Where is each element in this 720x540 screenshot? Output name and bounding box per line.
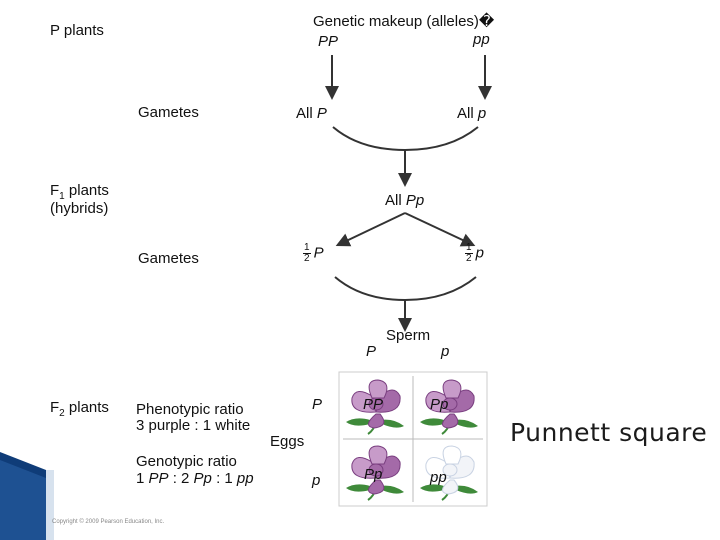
sperm-recessive: p <box>441 343 450 360</box>
cell-genotype-1: PP <box>363 396 384 413</box>
flower-purple-pp-het-1 <box>420 379 478 435</box>
petal <box>368 479 385 495</box>
egg-recessive: p <box>312 472 321 489</box>
petal <box>442 379 462 399</box>
copyright-text: Copyright © 2009 Pearson Education, Inc. <box>52 519 165 525</box>
eggs-label: Eggs <box>270 433 305 450</box>
all-dominant-gamete: All P <box>296 105 327 122</box>
petal <box>368 445 388 465</box>
leaf-left <box>346 484 370 492</box>
all-recessive-gamete: All p <box>457 105 486 122</box>
petal <box>368 413 385 429</box>
arrow-f1-gamete-recessive <box>404 212 476 247</box>
hybrids-label: (hybrids) <box>50 200 109 217</box>
petal <box>442 479 459 495</box>
flower-purple-pp <box>346 379 404 435</box>
corner-decoration <box>0 452 54 540</box>
allele-dominant: P <box>316 105 327 122</box>
pp-dominant-label: PP <box>318 33 339 50</box>
egg-dominant: P <box>312 396 323 413</box>
flower-center <box>368 397 384 411</box>
punnett-square-title: Punnett square <box>510 418 708 447</box>
all-pp-label: All Pp <box>385 192 425 209</box>
leaf-right <box>380 419 404 428</box>
genotypic-ratio-label: Genotypic ratio <box>136 453 237 470</box>
flower-center <box>442 397 458 411</box>
petal <box>368 379 388 399</box>
all-prefix: All <box>296 105 313 122</box>
flower-center <box>368 463 384 477</box>
cell-genotype-4: pp <box>430 469 447 486</box>
leaf-left <box>420 418 444 426</box>
phenotypic-ratio-values: 3 purple : 1 white <box>136 417 251 434</box>
petal <box>442 445 462 465</box>
gametes-label: Gametes <box>138 104 199 121</box>
leaf-right <box>454 419 478 428</box>
cross-lines-f2 <box>334 276 477 302</box>
petal <box>442 413 459 429</box>
leaf-left <box>420 484 444 492</box>
p-plants-label: P plants <box>50 22 104 39</box>
flower-purple-pp-het-2 <box>346 445 404 501</box>
cell-genotype-2: Pp <box>430 396 449 413</box>
arrow-f1-gamete-dominant <box>335 212 406 247</box>
flower-white-pp-rec <box>420 445 478 501</box>
leaf-right <box>454 485 478 494</box>
gametes-2-label: Gametes <box>138 250 199 267</box>
f2-plants-label: F2 plants <box>50 399 109 419</box>
allele-recessive: p <box>477 105 487 122</box>
leaf-right <box>380 485 404 494</box>
leaf-left <box>346 418 370 426</box>
genetic-makeup-label: Genetic makeup (alleles)� <box>313 13 495 30</box>
phenotypic-ratio-label: Phenotypic ratio <box>136 401 244 418</box>
sperm-label: Sperm <box>386 327 431 344</box>
cell-genotype-3: Pp <box>364 466 383 483</box>
cross-lines-f1 <box>332 126 479 152</box>
f1-plants-label: F1 plants <box>50 182 109 202</box>
pp-recessive-label: pp <box>473 31 490 48</box>
sperm-dominant: P <box>366 343 377 360</box>
flower-center <box>442 463 458 477</box>
all-prefix-2: All <box>457 105 474 122</box>
genotypic-ratio-values: 1 PP : 2 Pp : 1 pp <box>136 470 254 487</box>
